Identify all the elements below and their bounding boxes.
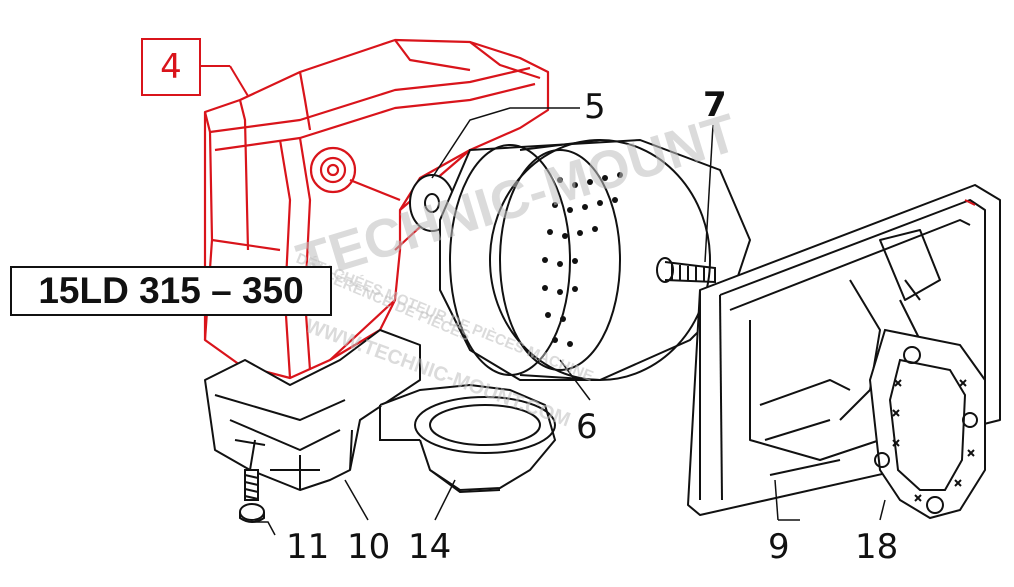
callout-5: 5 — [584, 87, 606, 127]
model-label: 15LD 315 – 350 — [10, 266, 332, 316]
part-11-screw[interactable] — [239, 469, 265, 523]
part-6-filter-element[interactable] — [439, 138, 752, 381]
part-18-gasket[interactable] — [868, 328, 986, 520]
part-7-stud[interactable] — [656, 257, 716, 284]
part-14-intake-duct[interactable] — [379, 383, 557, 494]
callout-9: 9 — [768, 527, 790, 567]
callout-6: 6 — [576, 407, 598, 447]
callout-14: 14 — [408, 527, 452, 567]
callout-10: 10 — [347, 527, 391, 567]
callout-11: 11 — [286, 527, 330, 567]
callout-18: 18 — [855, 527, 899, 567]
callout-4: 4 — [141, 38, 201, 96]
callout-7: 7 — [703, 85, 727, 125]
part-10-base-plate[interactable] — [204, 329, 421, 491]
